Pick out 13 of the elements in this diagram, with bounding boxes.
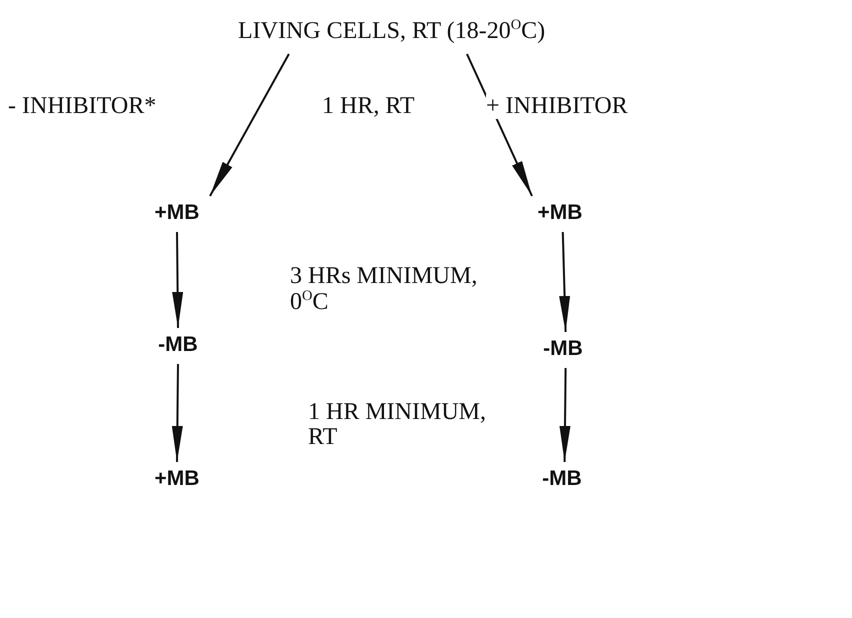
state-label: +MB xyxy=(532,202,588,228)
arrow xyxy=(559,232,570,332)
arrow xyxy=(559,368,570,462)
state-label: +MB xyxy=(144,202,210,228)
arrow xyxy=(172,232,184,328)
heading-text: LIVING CELLS, RT (18-20$^{O}$C) xyxy=(238,18,556,50)
arrow xyxy=(209,54,290,196)
edge-label: + INHIBITOR xyxy=(486,94,628,120)
state-label: -MB xyxy=(537,338,589,364)
state-label: -MB xyxy=(536,468,588,494)
state-label: +MB xyxy=(144,468,210,494)
state-label: -MB xyxy=(150,334,206,360)
arrow xyxy=(172,364,183,462)
